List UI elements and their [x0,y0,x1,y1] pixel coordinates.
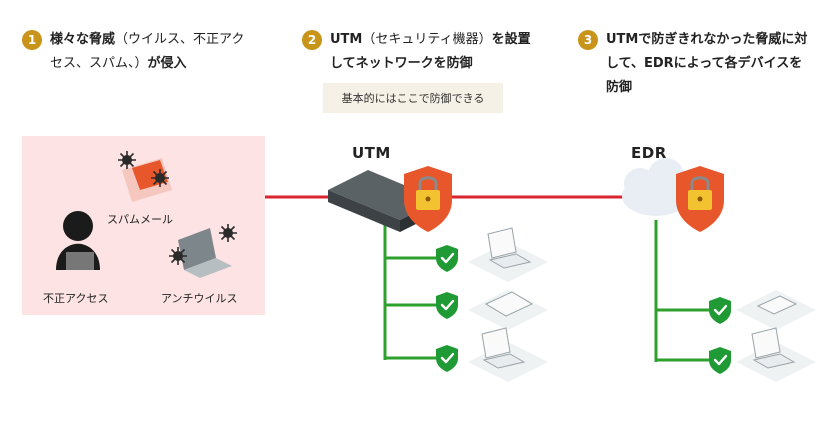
step-text: UTMで防ぎきれなかった脅威に対 して、EDRによって各デバイスを 防御 [606,32,808,95]
shield-check-icon [707,345,733,376]
hacker-icon [56,211,100,270]
edr-cloud-icon [622,158,690,216]
step-3: 3 UTMで防ぎきれなかった脅威に対 して、EDRによって各デバイスを 防御 [578,28,807,100]
edr-lock-icon [674,164,726,234]
step-2: 2 UTM（セキュリティ機器）を設置 してネットワークを防御 [302,28,531,76]
spam-mail-icon [117,150,172,202]
utm-device-3 [468,327,548,382]
step-number: 2 [302,30,322,50]
utm-device-1 [468,227,548,282]
utm-branch-lines [383,225,440,360]
antivirus-laptop-icon [168,223,238,278]
defense-note: 基本的にはここで防御できる [323,83,503,113]
shield-check-icon [434,243,460,274]
step-text: UTM（セキュリティ機器）を設置 してネットワークを防御 [330,32,531,71]
shield-check-icon [434,290,460,321]
step-number: 3 [578,30,598,50]
step-1: 1 様々な脅威（ウイルス、不正アク セス、スパム、）が侵入 [22,28,244,76]
edr-device-1 [736,290,816,330]
spam-label: スパムメール [107,213,173,226]
step-number: 1 [22,30,42,50]
utm-label: UTM [352,144,391,162]
edr-label: EDR [631,144,667,162]
step-text: 様々な脅威（ウイルス、不正アク セス、スパム、）が侵入 [50,32,245,71]
shield-check-icon [707,295,733,326]
edr-device-2 [736,327,816,382]
shield-check-icon [434,343,460,374]
utm-device-2 [468,290,548,330]
edr-branch-lines [654,220,712,362]
intrusion-label: 不正アクセス [43,292,109,305]
antivirus-label: アンチウイルス [161,292,238,305]
